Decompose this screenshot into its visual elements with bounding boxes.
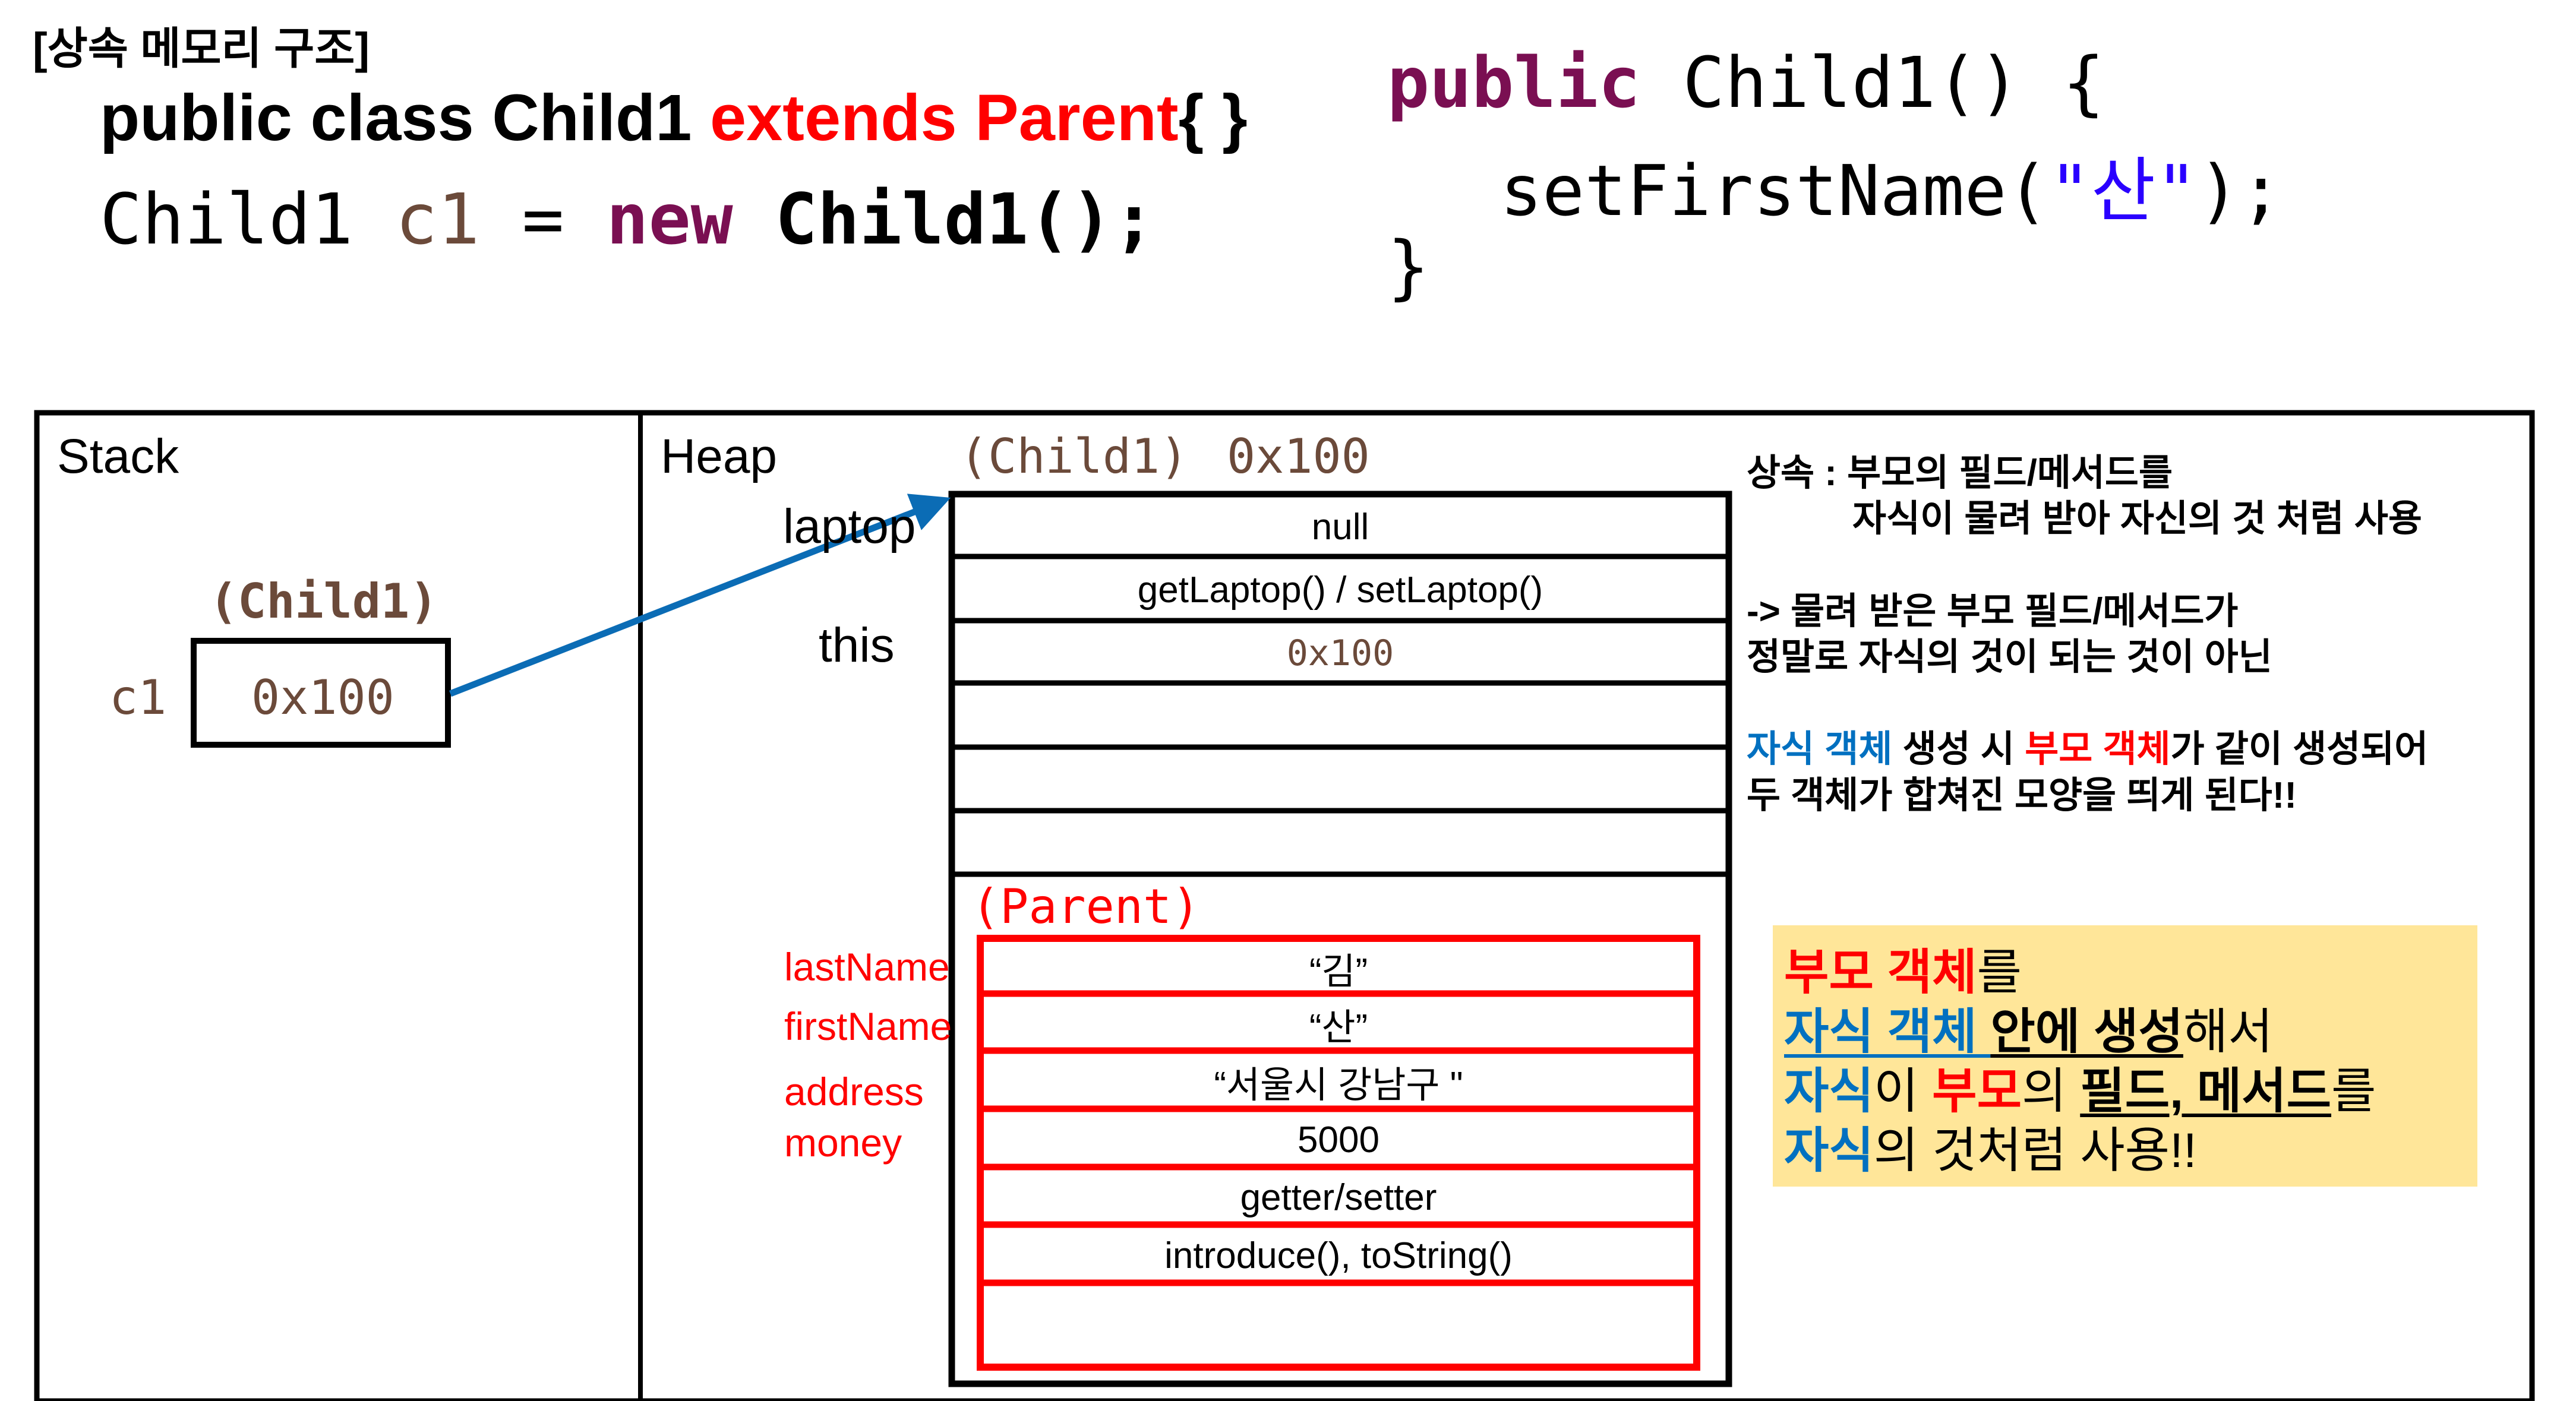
money-field-label: money xyxy=(784,1121,902,1165)
diagram-title: [상속 메모리 구조] xyxy=(33,24,370,73)
extends-keyword: extends Parent xyxy=(709,81,1179,154)
summary-create-inside: 안에 생성 xyxy=(1990,1005,2183,1059)
laptop-field-label: laptop xyxy=(783,499,916,554)
summary-child-object: 자식 객체 xyxy=(1784,1005,1991,1059)
summary-line-4: 자식의 것처럼 사용!! xyxy=(1784,1111,2197,1181)
summary-text: 이 xyxy=(1873,1064,1933,1118)
constructor-signature: Child1() { xyxy=(1640,42,2105,124)
class-declaration: public class Child1 extends Parent{ } xyxy=(100,80,1248,156)
summary-line-3: 자식이 부모의 필드, 메서드를 xyxy=(1784,1051,2376,1122)
class-decl-prefix: public class Child1 xyxy=(100,81,710,154)
instantiation-var: c1 xyxy=(395,178,480,260)
summary-line-1: 부모 객체를 xyxy=(1784,932,2022,1003)
instantiation-eq: = xyxy=(479,178,607,260)
setfirstname-call: setFirstName( xyxy=(1500,150,2049,232)
summary-fields-methods: 필드, 메서드 xyxy=(2080,1064,2332,1118)
summary-text: 해서 xyxy=(2183,1005,2273,1059)
parent-row-lastname-value: “김” xyxy=(1309,951,1368,992)
constructor-line-2: setFirstName("산"); xyxy=(1500,134,2282,235)
summary-box-background xyxy=(1773,925,2477,1187)
note-inheritance-definition: 상속 : 부모의 필드/메서드를 xyxy=(1747,453,2173,494)
note-parent-object: 부모 객체 xyxy=(2025,729,2171,770)
firstname-field-label: firstName xyxy=(784,1004,952,1048)
child-row-empty xyxy=(952,749,1729,811)
summary-child: 자식 xyxy=(1784,1124,1874,1178)
child-row-empty xyxy=(952,685,1729,747)
parent-type-label: (Parent) xyxy=(971,879,1201,934)
class-decl-suffix: { } xyxy=(1178,81,1248,154)
memory-frame xyxy=(34,410,2535,1401)
new-keyword: new xyxy=(606,178,733,260)
parent-object-box xyxy=(977,935,1700,1371)
lastname-field-label: lastName xyxy=(784,945,950,989)
stack-type-label: (Child1) xyxy=(209,574,438,629)
summary-line-2: 자식 객체 안에 생성해서 xyxy=(1784,992,2273,1062)
child-row-empty xyxy=(952,813,1729,874)
stack-variable-label: c1 xyxy=(109,670,167,725)
constructor-line-3: } xyxy=(1387,226,1430,308)
note-combined-shape: 두 객체가 합쳐진 모양을 띄게 된다!! xyxy=(1747,775,2297,816)
note-creation-end: 가 같이 생성되어 xyxy=(2170,729,2429,770)
instantiation-ctor: Child1(); xyxy=(775,178,1156,260)
parent-row-firstname-value: “산” xyxy=(1309,1007,1368,1048)
setfirstname-end: ); xyxy=(2198,150,2283,232)
summary-text: 의 xyxy=(2022,1064,2081,1118)
heap-label: Heap xyxy=(661,429,778,483)
public-keyword: public xyxy=(1387,42,1641,124)
note-creation-mid: 생성 시 xyxy=(1892,729,2025,770)
summary-parent-object: 부모 객체 xyxy=(1784,945,1977,1000)
c1-reference-box xyxy=(191,638,451,748)
address-field-label: address xyxy=(784,1070,924,1114)
note-inheritance-definition-2: 자식이 물려 받아 자신의 것 처럼 사용 xyxy=(1852,498,2422,539)
child-row-methods: getLaptop() / setLaptop() xyxy=(1137,569,1543,611)
reference-arrow xyxy=(449,494,951,697)
summary-parent: 부모 xyxy=(1932,1064,2022,1118)
child-row-this-value: 0x100 xyxy=(1286,632,1394,674)
summary-text: 를 xyxy=(1977,945,2022,1000)
child-type-label: (Child1) xyxy=(959,429,1189,484)
summary-child: 자식 xyxy=(1784,1064,1874,1118)
note-not-really-child: -> 물려 받은 부모 필드/메서드가 xyxy=(1747,591,2239,632)
note-object-creation: 자식 객체 생성 시 부모 객체가 같이 생성되어 xyxy=(1747,719,2428,772)
instantiation-type: Child1 xyxy=(100,178,353,260)
note-child-object: 자식 객체 xyxy=(1747,729,1893,770)
parent-row-getter-setter: getter/setter xyxy=(1240,1177,1437,1218)
constructor-line-1: public Child1() { xyxy=(1387,42,2105,124)
instantiation-code: Child1 c1 = new Child1(); xyxy=(100,178,1155,260)
setfirstname-argument: "산" xyxy=(2048,150,2198,232)
parent-row-introduce-tostring: introduce(), toString() xyxy=(1164,1235,1513,1276)
parent-row-empty xyxy=(984,1286,1693,1364)
stack-label: Stack xyxy=(57,429,179,483)
child-row-laptop-value: null xyxy=(1311,506,1369,548)
child-object-box xyxy=(948,491,1732,1387)
note-not-really-child-2: 정말로 자식의 것이 되는 것이 아닌 xyxy=(1747,637,2272,678)
parent-row-money-value: 5000 xyxy=(1298,1119,1379,1160)
this-field-label: this xyxy=(819,618,895,672)
summary-text: 의 것처럼 사용!! xyxy=(1873,1124,2197,1178)
child-address-label: 0x100 xyxy=(1227,429,1370,484)
summary-text: 를 xyxy=(2331,1064,2376,1118)
parent-row-address-value: “서울시 강남구 " xyxy=(1214,1065,1463,1106)
stack-variable-value: 0x100 xyxy=(251,670,394,725)
